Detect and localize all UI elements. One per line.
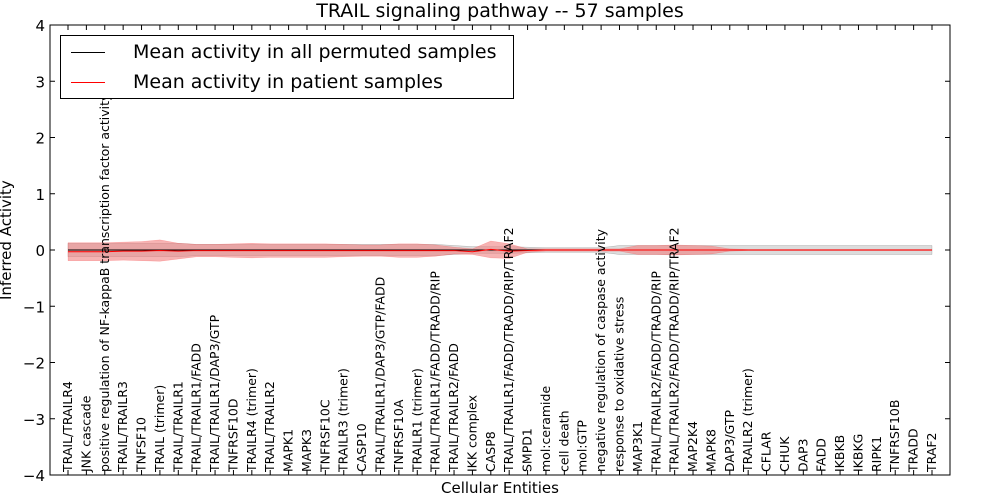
x-tick-label: TRAIL/TRAILR2/FADD/TRADD/RIP xyxy=(648,271,663,473)
x-tick-label: TRAIL/TRAILR4 xyxy=(60,381,75,473)
legend-entry-patient: Mean activity in patient samples xyxy=(61,69,443,95)
x-tick-label: TRAIL/TRAILR1/FADD/TRADD/RIP xyxy=(428,271,443,473)
x-tick-label: negative regulation of caspase activity xyxy=(593,228,608,472)
x-tick-label: TRAILR1 (trimer) xyxy=(409,368,424,473)
x-tick-label: TRAILR4 (trimer) xyxy=(244,368,259,473)
line-series-1 xyxy=(68,248,932,253)
x-tick-label: TRAIL (trimer) xyxy=(152,385,167,473)
y-tick-label: −2 xyxy=(23,355,45,373)
x-tick-label: mol:ceramide xyxy=(538,386,553,472)
y-tick-label: 3 xyxy=(35,73,45,91)
x-tick-label: TNFRSF10C xyxy=(317,399,332,473)
x-tick-label: SMPD1 xyxy=(520,428,535,472)
x-tick-label: MAP3K1 xyxy=(630,421,645,472)
x-tick-label: FADD xyxy=(814,438,829,472)
x-tick-label: TRAIL/TRAILR2/FADD xyxy=(446,343,461,473)
chart-title: TRAIL signaling pathway -- 57 samples xyxy=(316,0,684,22)
plot-axes xyxy=(49,24,951,476)
x-tick-label: MAPK8 xyxy=(703,429,718,472)
y-tick-label: 1 xyxy=(35,186,45,204)
y-tick-label: 4 xyxy=(35,17,45,35)
legend-label-permuted: Mean activity in all permuted samples xyxy=(133,41,497,63)
x-tick-label: mol:GTP xyxy=(575,420,590,472)
x-tick-label: TRAIL/TRAILR3 xyxy=(115,381,130,473)
series-lines xyxy=(68,248,932,253)
y-tick-label: 2 xyxy=(35,130,45,148)
x-tick-label: IKBKB xyxy=(832,435,847,472)
y-tick-label: −3 xyxy=(23,411,45,429)
x-tick-label: DAP3 xyxy=(795,439,810,472)
x-tick-label: TRAIL/TRAILR2 xyxy=(262,381,277,473)
legend-swatch-black xyxy=(71,51,105,53)
x-tick-label: CASP8 xyxy=(483,431,498,472)
x-tick-label: MAPK3 xyxy=(299,429,314,472)
x-tick-label: TRADD xyxy=(906,428,921,473)
x-tick-label: RIPK1 xyxy=(869,436,884,472)
x-tick-label: TRAIL/TRAILR1/DAP3/GTP xyxy=(207,314,222,473)
x-tick-label: positive regulation of NF-kappaB transcr… xyxy=(97,93,112,472)
x-tick-label: IKBKG xyxy=(850,434,865,472)
x-tick-label: MAP2K4 xyxy=(685,421,700,472)
x-tick-label: JNK cascade xyxy=(78,395,93,473)
x-tick-label: TNFSF10 xyxy=(134,417,149,473)
x-tick-label: TNFRSF10A xyxy=(391,399,406,473)
legend-entry-permuted: Mean activity in all permuted samples xyxy=(61,39,496,65)
x-tick-label: TRAIL/TRAILR1/DAP3/GTP/FADD xyxy=(373,277,388,473)
x-tick-label: TRAILR3 (trimer) xyxy=(336,368,351,473)
x-tick-label: TNFRSF10B xyxy=(887,400,902,473)
x-tick-label: CASP10 xyxy=(354,423,369,472)
legend-label-patient: Mean activity in patient samples xyxy=(133,71,443,93)
x-tick-label: TRAILR2 (trimer) xyxy=(740,368,755,473)
x-tick-label: response to oxidative stress xyxy=(611,297,626,472)
x-tick-label: DAP3/GTP xyxy=(722,409,737,472)
x-tick-label: TRAIL/TRAILR2/FADD/TRADD/RIP/TRAF2 xyxy=(667,227,682,473)
x-tick-label: CFLAR xyxy=(759,431,774,472)
x-axis-label: Cellular Entities xyxy=(441,479,559,497)
x-tick-label: cell death xyxy=(556,410,571,472)
x-tick-label: CHUK xyxy=(777,436,792,472)
y-axis-label: Inferred Activity xyxy=(0,180,15,300)
x-tick-label: MAPK1 xyxy=(281,429,296,472)
y-tick-labels: 4 3 2 1 0 −1 −2 −3 −4 xyxy=(23,17,45,485)
x-tick-label: TNFRSF10D xyxy=(225,398,240,473)
y-tick-label: 0 xyxy=(35,242,45,260)
x-tick-label: TRAIL/TRAILR1 xyxy=(170,381,185,473)
x-tick-label: IKK complex xyxy=(464,395,479,472)
legend-swatch-red xyxy=(71,81,105,83)
y-tick-label: −4 xyxy=(23,467,45,485)
x-tick-label: TRAF2 xyxy=(924,432,939,473)
legend: Mean activity in all permuted samples Me… xyxy=(60,35,514,99)
y-tick-label: −1 xyxy=(23,298,45,316)
x-tick-label: TRAIL/TRAILR1/FADD xyxy=(189,343,204,473)
x-tick-label: TRAIL/TRAILR1/FADD/TRADD/RIP/TRAF2 xyxy=(501,227,516,473)
